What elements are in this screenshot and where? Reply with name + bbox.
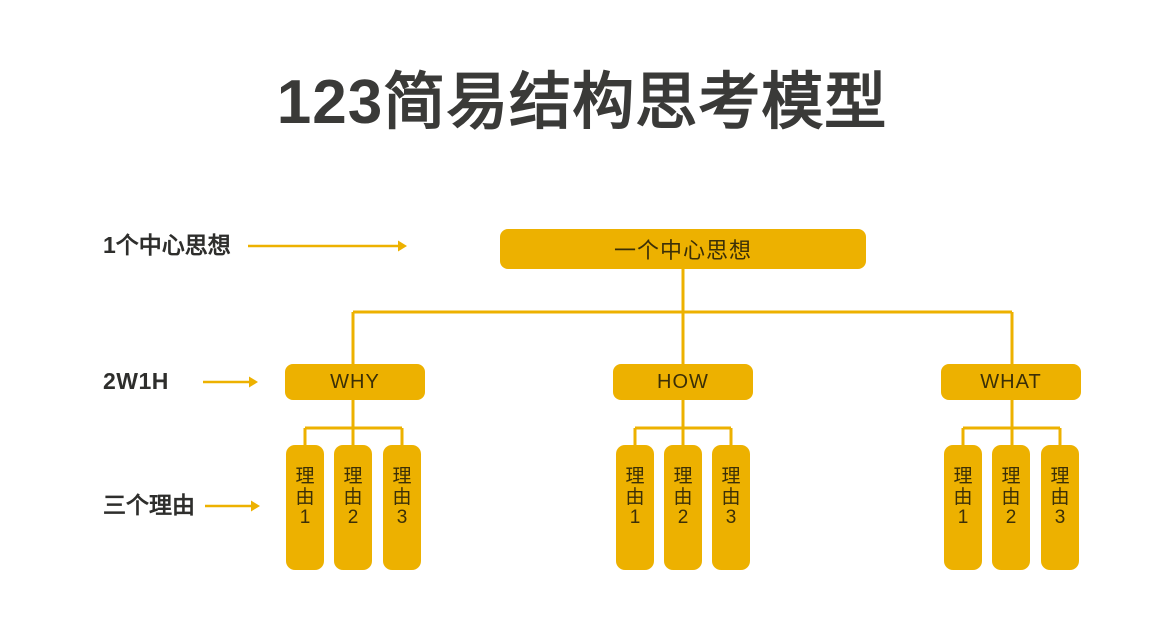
leaf-char: 2: [677, 507, 689, 529]
leaf-char: 理: [1050, 466, 1070, 487]
leaf-char: 3: [1054, 507, 1066, 529]
node-how[interactable]: HOW: [613, 364, 753, 400]
leaf-char: 1: [629, 507, 641, 529]
leaf-char: 理: [721, 466, 741, 487]
leaf-char: 2: [1005, 507, 1017, 529]
leaf-how-1[interactable]: 理 由 1: [616, 445, 654, 570]
leaf-char: 理: [953, 466, 973, 487]
leaf-char: 由: [1001, 486, 1021, 508]
leaf-char: 由: [1050, 486, 1070, 508]
leaf-char: 理: [392, 466, 412, 487]
leaf-char: 理: [673, 466, 693, 487]
leaf-char: 由: [392, 486, 412, 508]
leaf-why-2[interactable]: 理 由 2: [334, 445, 372, 570]
leaf-char: 1: [299, 507, 311, 529]
leaf-char: 3: [396, 507, 408, 529]
node-what[interactable]: WHAT: [941, 364, 1081, 400]
row-label-three-reasons: 三个理由: [103, 492, 195, 518]
leaf-char: 由: [721, 486, 741, 508]
node-why[interactable]: WHY: [285, 364, 425, 400]
row-label-2w1h: 2W1H: [103, 368, 169, 394]
leaf-char: 由: [953, 486, 973, 508]
leaf-char: 理: [625, 466, 645, 487]
leaf-char: 由: [625, 486, 645, 508]
leaf-what-3[interactable]: 理 由 3: [1041, 445, 1079, 570]
leaf-char: 1: [957, 507, 969, 529]
leaf-char: 理: [295, 466, 315, 487]
short-arrow-right-icon-reasons: [205, 500, 260, 512]
long-arrow-right-icon: [248, 240, 407, 252]
leaf-char: 理: [343, 466, 363, 487]
leaf-what-2[interactable]: 理 由 2: [992, 445, 1030, 570]
short-arrow-right-icon-2w1h: [203, 376, 258, 388]
leaf-what-1[interactable]: 理 由 1: [944, 445, 982, 570]
leaf-how-2[interactable]: 理 由 2: [664, 445, 702, 570]
page-title: 123简易结构思考模型: [276, 68, 888, 137]
row-label-center-idea: 1个中心思想: [103, 232, 231, 258]
leaf-char: 理: [1001, 466, 1021, 487]
node-root[interactable]: 一个中心思想: [500, 229, 866, 269]
leaf-char: 由: [295, 486, 315, 508]
leaf-char: 2: [347, 507, 359, 529]
leaf-char: 由: [673, 486, 693, 508]
leaf-char: 由: [343, 486, 363, 508]
leaf-how-3[interactable]: 理 由 3: [712, 445, 750, 570]
leaf-why-1[interactable]: 理 由 1: [286, 445, 324, 570]
leaf-why-3[interactable]: 理 由 3: [383, 445, 421, 570]
leaf-char: 3: [725, 507, 737, 529]
